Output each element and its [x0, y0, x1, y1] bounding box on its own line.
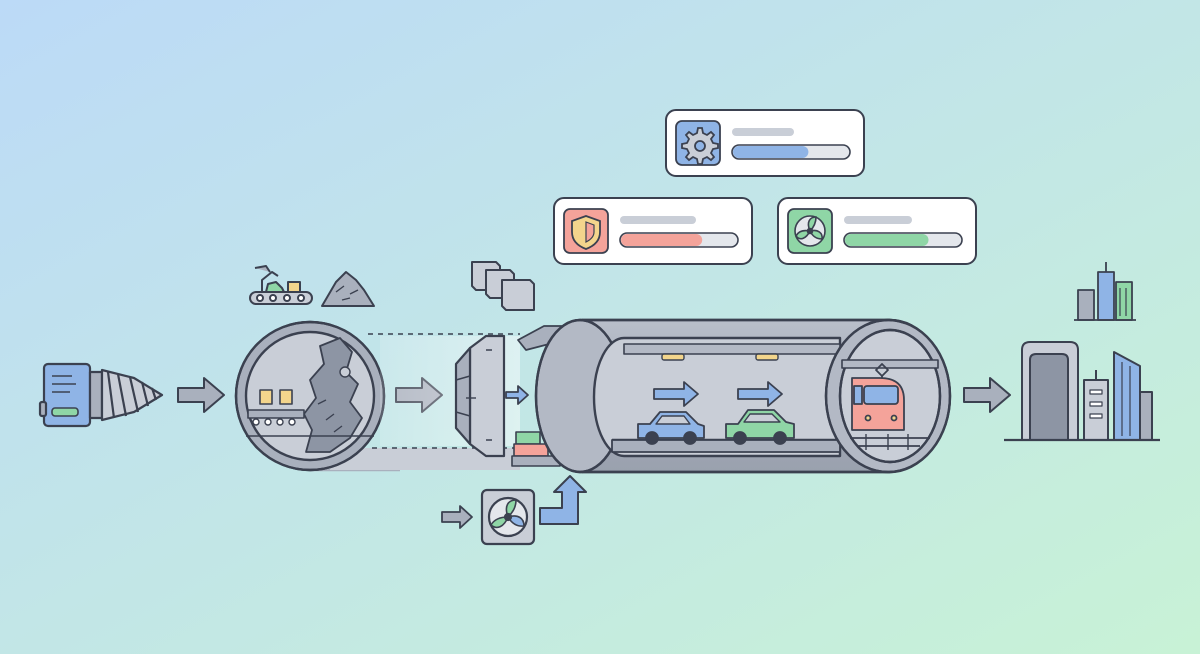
status-card-safety: [553, 197, 753, 265]
tunnel-portal-city: [1004, 341, 1160, 442]
flow-arrow: [177, 377, 225, 413]
fan-icon: [794, 215, 826, 247]
progress-fill: [845, 234, 929, 246]
rock-pile-icon: [321, 271, 375, 307]
tram-icon: [851, 363, 905, 431]
status-card-operations: [665, 109, 865, 177]
flow-arrow: [441, 505, 473, 529]
car-icon: [637, 411, 705, 445]
gear-icon: [681, 127, 719, 165]
traffic-arrow: [653, 381, 699, 407]
tunnel-traffic-icon: [511, 318, 952, 474]
car-icon: [725, 409, 795, 445]
conveyor-excavator-icon: [249, 265, 313, 305]
progress-fill: [733, 146, 809, 158]
progress-fill: [621, 234, 703, 246]
air-supply-arrow: [539, 475, 587, 525]
drill-machine-icon: [38, 362, 164, 428]
lining-segments-icon: [454, 334, 506, 458]
traffic-arrow: [737, 381, 783, 407]
flow-arrow: [505, 385, 529, 405]
excavation-cross-section-icon: [234, 320, 520, 472]
shield-icon: [571, 215, 601, 250]
ventilation-fan-unit: [480, 488, 536, 546]
segment-stack-icon: [471, 261, 535, 311]
status-card-ventilation: [777, 197, 977, 265]
flow-arrow: [963, 377, 1011, 413]
city-skyline-icon: [1074, 262, 1136, 321]
